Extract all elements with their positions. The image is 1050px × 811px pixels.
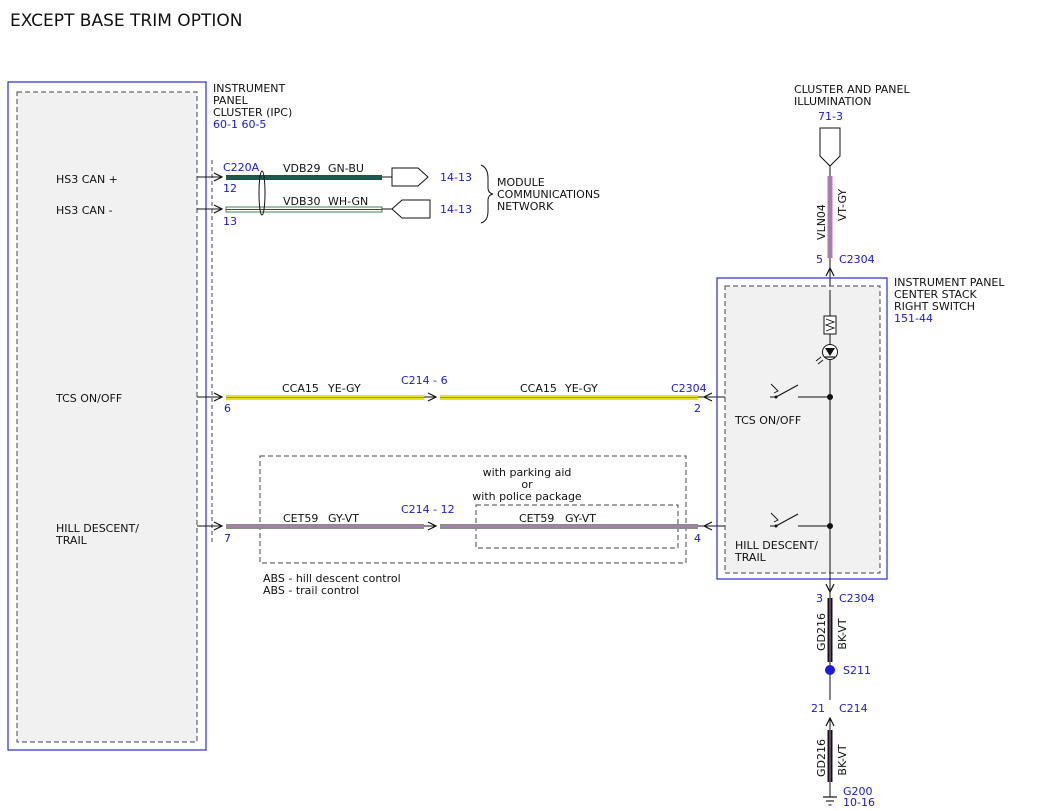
ipc-refs: 60-1 60-5 xyxy=(213,118,266,131)
ipc-pin-label-can-plus: HS3 CAN + xyxy=(56,173,118,186)
switch-hill-label-2: TRAIL xyxy=(734,551,767,564)
g200-label: G200 xyxy=(843,785,873,798)
tcs-left-color: YE-GY xyxy=(327,382,361,395)
tcs-right-color: YE-GY xyxy=(564,382,598,395)
parking-note-3: with police package xyxy=(472,490,582,503)
illum-color: VT-GY xyxy=(836,189,849,222)
network-name-3: NETWORK xyxy=(497,200,554,213)
c220a-pin-plus: 12 xyxy=(223,182,237,195)
can-plus-circuit: VDB29 xyxy=(283,162,321,175)
s211-splice-icon xyxy=(825,665,835,675)
hill-right-color: GY-VT xyxy=(565,512,596,525)
tcs-left-circuit: CCA15 xyxy=(282,382,319,395)
network-name-2: COMMUNICATIONS xyxy=(497,188,600,201)
s211-label: S211 xyxy=(843,664,871,677)
gnd-upper-wire xyxy=(827,592,833,700)
c2304-hill-pin: 4 xyxy=(694,532,701,545)
network-out-arrow-icon xyxy=(391,167,429,187)
c214-tcs-label: C214 - 6 xyxy=(401,374,448,387)
g200-ref: 10-16 xyxy=(843,796,875,809)
illum-name-2: ILLUMINATION xyxy=(794,95,872,108)
led-icon xyxy=(815,344,838,365)
ipc-name-1: INSTRUMENT xyxy=(213,82,286,95)
switch-outline xyxy=(716,277,888,580)
can-minus-circuit: VDB30 xyxy=(283,195,321,208)
abs-option-box xyxy=(259,455,687,564)
tcs-wire xyxy=(197,392,770,402)
gnd-upper-color: BK-VT xyxy=(836,618,849,649)
ground-icon xyxy=(823,796,837,806)
switch-name-3: RIGHT SWITCH xyxy=(894,300,975,313)
ipc-outline xyxy=(7,81,207,751)
ipc-pin-label-can-minus: HS3 CAN - xyxy=(56,204,113,217)
c214-bottom-pin: 21 xyxy=(811,702,825,715)
illum-name-1: CLUSTER AND PANEL xyxy=(794,83,910,96)
hill-right-circuit: CET59 xyxy=(519,512,554,525)
c2304-top-pin: 5 xyxy=(816,253,823,266)
ipc-name-3: CLUSTER (IPC) xyxy=(213,106,292,119)
can-plus-color: GN-BU xyxy=(328,162,364,175)
illum-wire xyxy=(825,166,835,290)
hill-left-color: GY-VT xyxy=(328,512,359,525)
network-name-1: MODULE xyxy=(497,176,545,189)
switch-name-1: INSTRUMENT PANEL xyxy=(894,276,1005,289)
hill-switch-icon xyxy=(770,512,830,528)
parking-note-2: or xyxy=(521,478,533,491)
c2304-tcs-pin: 2 xyxy=(694,402,701,415)
diagram-title: EXCEPT BASE TRIM OPTION xyxy=(10,11,242,31)
c2304-tcs-label: C2304 xyxy=(671,382,707,395)
network-ref-plus: 14-13 xyxy=(440,171,472,184)
c220a-label: C220A xyxy=(223,161,260,174)
can-minus-color: WH-GN xyxy=(328,195,368,208)
ipc-pin-hill: 7 xyxy=(224,532,231,545)
c2304-bottom-label: C2304 xyxy=(839,592,875,605)
c214-hill-label: C214 - 12 xyxy=(401,503,455,516)
switch-ref: 151-44 xyxy=(894,312,933,325)
tcs-right-circuit: CCA15 xyxy=(520,382,557,395)
gnd-upper-circuit: GD216 xyxy=(815,613,828,651)
abs-note-2: ABS - trail control xyxy=(263,584,359,597)
resistor-icon xyxy=(823,315,837,335)
parking-note-1: with parking aid xyxy=(483,466,572,479)
hill-left-circuit: CET59 xyxy=(283,512,318,525)
ipc-pin-label-hill-1: HILL DESCENT/ xyxy=(56,522,139,535)
switch-name-2: CENTER STACK xyxy=(894,288,978,301)
can-plus-wire xyxy=(197,172,392,182)
gnd-lower-wire xyxy=(827,718,833,797)
switch-body xyxy=(724,285,881,574)
abs-note-1: ABS - hill descent control xyxy=(263,572,401,585)
tcs-switch-icon xyxy=(770,383,830,399)
ipc-pin-tcs: 6 xyxy=(224,402,231,415)
c220a-pin-minus: 13 xyxy=(223,215,237,228)
illum-circuit: VLN04 xyxy=(815,204,828,240)
illum-ref: 71-3 xyxy=(818,110,843,123)
ipc-pin-label-tcs: TCS ON/OFF xyxy=(55,392,122,405)
can-minus-wire xyxy=(197,204,392,214)
c2304-bottom-pin: 3 xyxy=(816,592,823,605)
ipc-module: HS3 CAN + HS3 CAN - TCS ON/OFF HILL DESC… xyxy=(7,81,207,751)
network-brace-icon xyxy=(480,164,494,224)
switch-tcs-label: TCS ON/OFF xyxy=(734,414,801,427)
ipc-pin-label-hill-2: TRAIL xyxy=(55,534,88,547)
c214-bottom-label: C214 xyxy=(839,702,868,715)
switch-hill-label-1: HILL DESCENT/ xyxy=(735,539,818,552)
ipc-name-2: PANEL xyxy=(213,94,249,107)
illum-connector-icon xyxy=(819,127,841,167)
gnd-lower-color: BK-VT xyxy=(836,744,849,775)
network-ref-minus: 14-13 xyxy=(440,203,472,216)
gnd-lower-circuit: GD216 xyxy=(815,739,828,777)
twisted-pair-icon xyxy=(258,170,266,216)
c2304-top-label: C2304 xyxy=(839,253,875,266)
ipc-body xyxy=(16,91,198,743)
network-in-arrow-icon xyxy=(391,199,431,219)
